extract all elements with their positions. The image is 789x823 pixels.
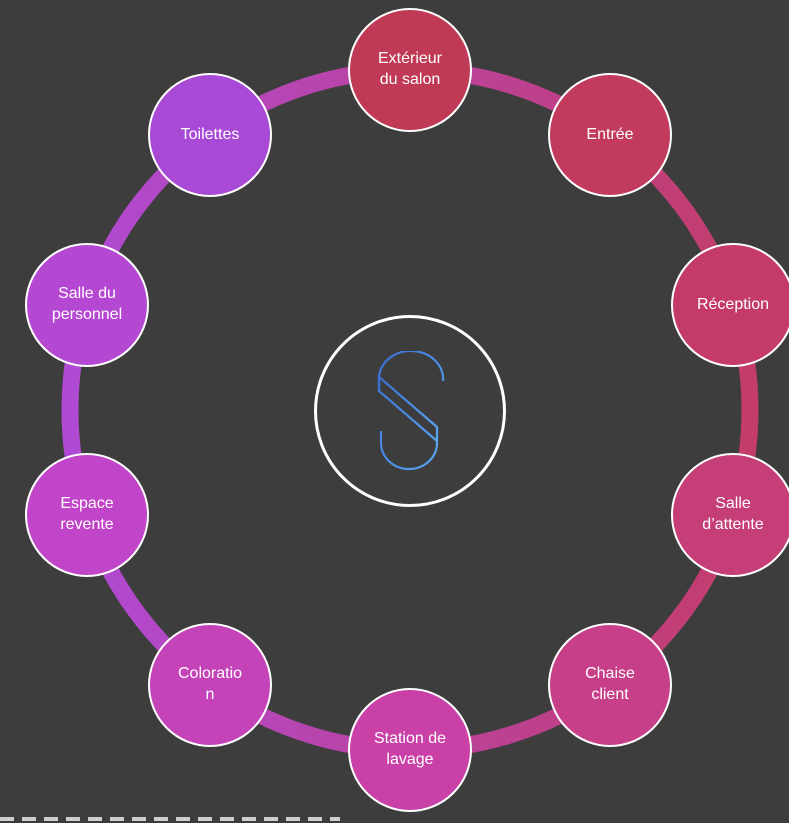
node-toilettes: Toilettes <box>148 73 272 197</box>
center-logo <box>314 315 506 507</box>
node-exterieur: Extérieur du salon <box>348 8 472 132</box>
S-monogram-icon <box>377 351 445 471</box>
node-coloration: Coloratio n <box>148 623 272 747</box>
node-entree: Entrée <box>548 73 672 197</box>
node-reception: Réception <box>671 243 789 367</box>
node-salle-attente: Salle d’attente <box>671 453 789 577</box>
node-chaise-client: Chaise client <box>548 623 672 747</box>
node-salle-personnel: Salle du personnel <box>25 243 149 367</box>
node-espace-revente: Espace revente <box>25 453 149 577</box>
node-station-lavage: Station de lavage <box>348 688 472 812</box>
dashed-divider <box>0 817 340 821</box>
